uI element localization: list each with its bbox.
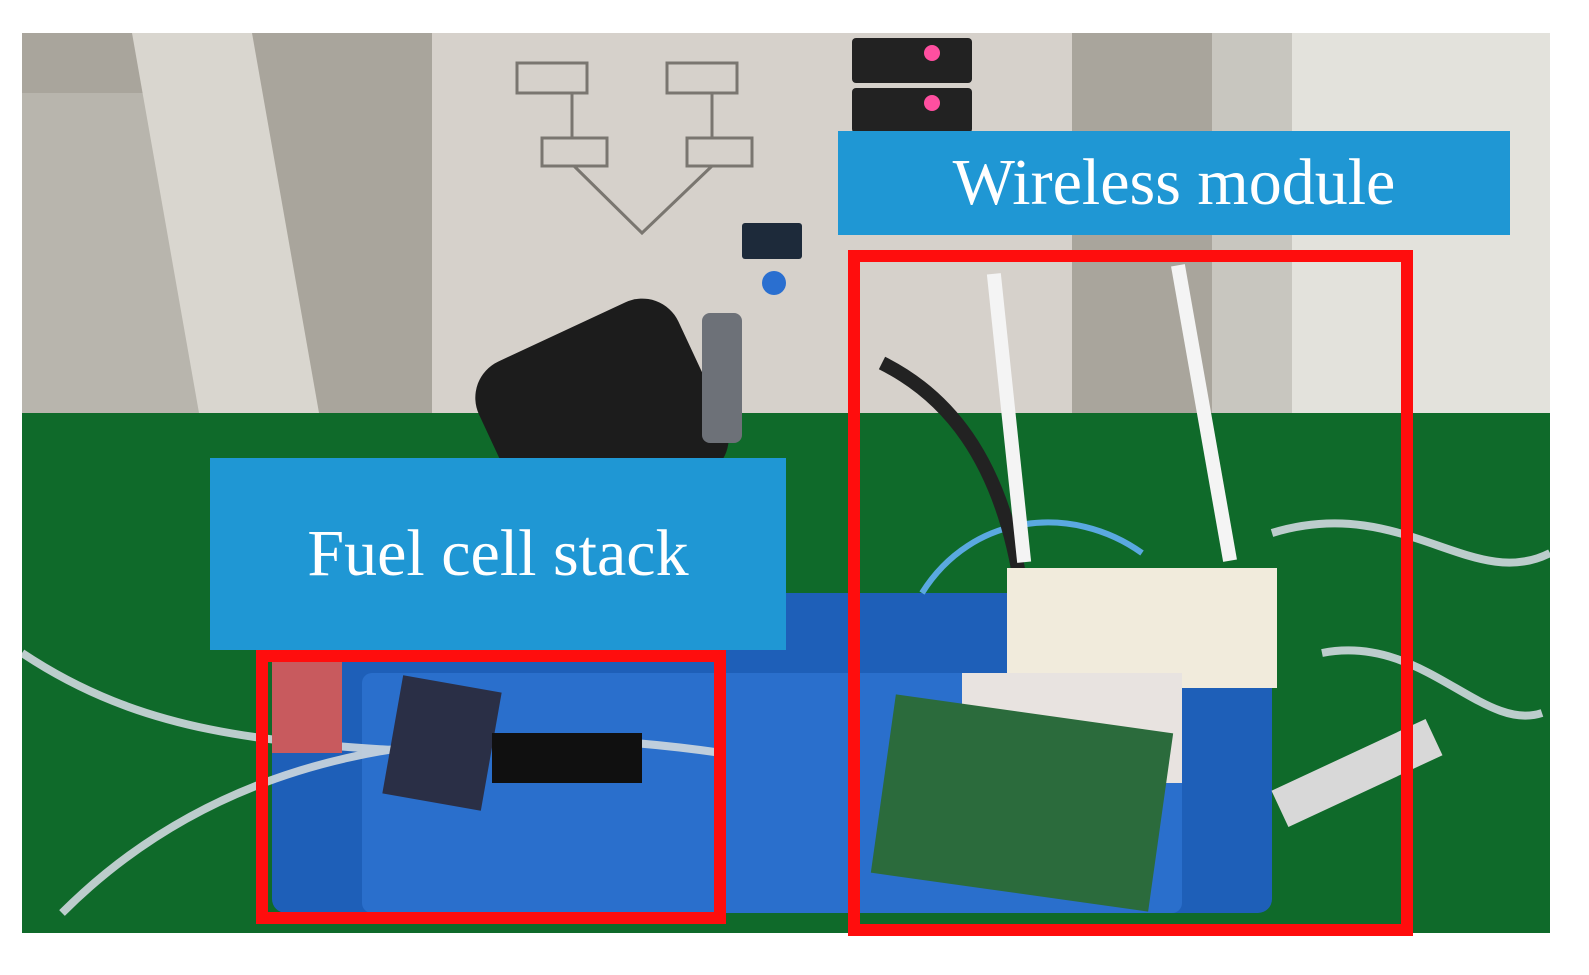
fuel-cell-stack-label: Fuel cell stack bbox=[210, 458, 786, 650]
router bbox=[1007, 568, 1277, 688]
fuel-cell-stack-highlight-box bbox=[256, 650, 726, 924]
wireless-module-highlight-box bbox=[848, 250, 1413, 936]
wireless-module-label: Wireless module bbox=[838, 131, 1510, 235]
circuit-board bbox=[870, 694, 1174, 912]
